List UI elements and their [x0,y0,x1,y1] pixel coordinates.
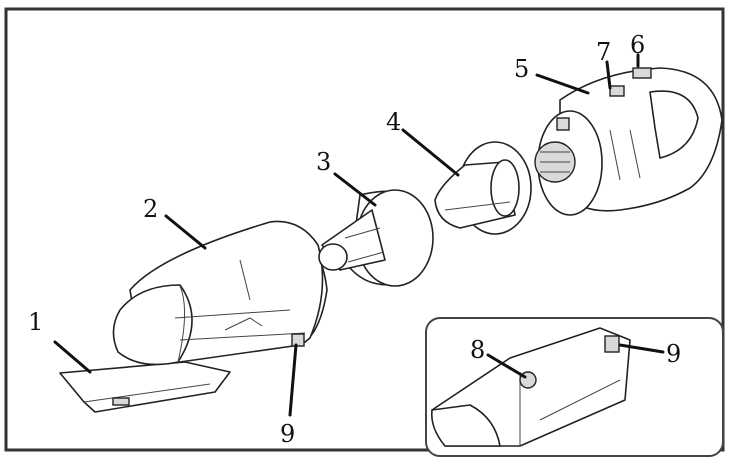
label-6: 6 [630,31,645,59]
label-4: 4 [386,108,401,136]
label-7: 7 [596,38,611,66]
label-2: 2 [143,195,158,223]
label-9-inset: 9 [666,340,681,368]
label-5: 5 [514,55,529,83]
dust-bowl [112,220,328,366]
label-3: 3 [316,148,331,176]
leader-lines [53,53,665,417]
callout-labels: 1 2 3 4 5 6 7 8 9 9 [28,31,681,448]
inset-detail [425,317,724,457]
motor-housing-handle [534,67,723,216]
frame-border [4,7,725,452]
outer-filter [434,141,532,235]
label-8: 8 [470,336,485,364]
inner-filter-cone [318,189,434,287]
latch-detail [604,335,620,353]
label-1: 1 [28,308,43,336]
label-9-main: 9 [280,420,295,448]
